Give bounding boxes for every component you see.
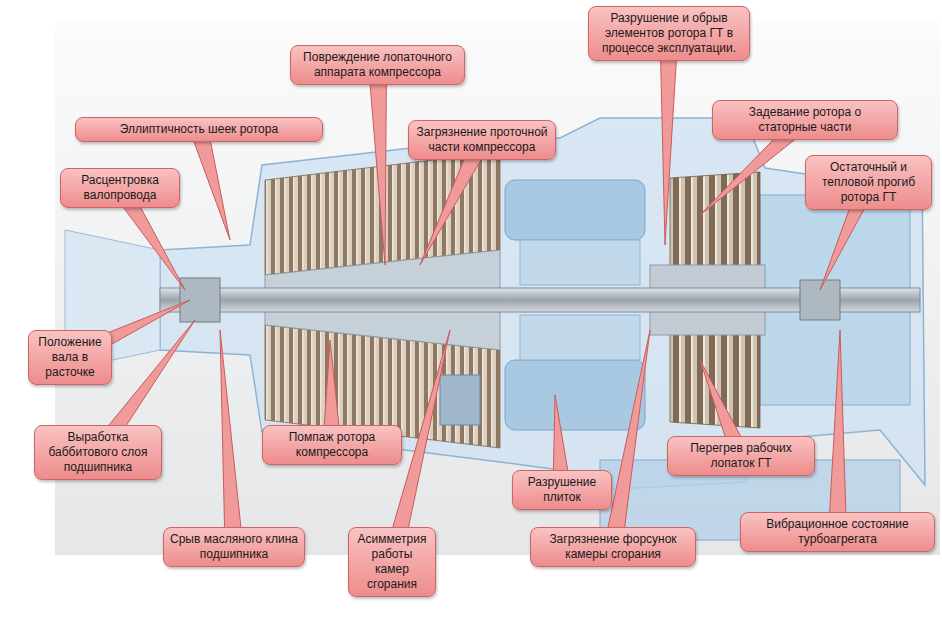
callout-box: Разрушение плиток — [512, 470, 612, 510]
callout-box: Асимметрия работы камер сгорания — [348, 527, 436, 597]
callout-tail — [369, 65, 387, 265]
callout-box: Перегрев рабочих лопаток ГТ — [667, 436, 815, 476]
callout-box: Помпаж ротора компрессора — [262, 425, 402, 465]
callout-tail — [660, 33, 678, 245]
bearing — [180, 278, 220, 322]
callout-box: Задевание ротора о статорные части — [712, 100, 898, 140]
callout-text: Разрушение и обрыв элементов ротора ГТ в… — [595, 11, 743, 56]
combustor-liner — [520, 315, 640, 360]
callout-text: Срыв масляного клина подшипника — [170, 532, 298, 562]
callout-text: Вибрационное состояние турбоагрегата — [747, 517, 928, 547]
callout-box: Загрязнение форсунок камеры сгорания — [530, 527, 696, 567]
bearing — [800, 280, 840, 320]
background-panel — [55, 22, 940, 555]
callout-tail — [190, 127, 230, 240]
callout-box: Срыв масляного клина подшипника — [163, 527, 305, 567]
callout-box: Остаточный и тепловой прогиб ротора ГТ — [805, 155, 932, 210]
callout-text: Остаточный и тепловой прогиб ротора ГТ — [812, 160, 925, 205]
combustion-chamber — [505, 360, 645, 430]
callout-text: Повреждение лопаточного аппарата компрес… — [297, 50, 458, 80]
fuel-manifold — [440, 375, 480, 425]
combustor-liner — [520, 240, 640, 285]
callout-tail — [220, 330, 243, 548]
callout-box: Разрушение и обрыв элементов ротора ГТ в… — [588, 6, 750, 61]
callout-text: Перегрев рабочих лопаток ГТ — [674, 441, 808, 471]
turbine-blades — [670, 332, 760, 428]
callout-text: Положение вала в расточке — [35, 335, 105, 380]
callout-text: Эллиптичность шеек ротора — [82, 122, 316, 137]
callout-box: Вибрационное состояние турбоагрегата — [740, 512, 935, 552]
callout-box: Эллиптичность шеек ротора — [75, 117, 323, 142]
callout-text: Помпаж ротора компрессора — [269, 430, 395, 460]
callout-box: Выработка баббитового слоя подшипника — [34, 425, 162, 480]
callout-box: Положение вала в расточке — [28, 330, 112, 385]
callout-tail — [829, 330, 847, 532]
callout-text: Расцентровка валопровода — [67, 173, 173, 203]
combustion-chamber — [505, 180, 645, 240]
callout-text: Разрушение плиток — [519, 475, 605, 505]
callout-text: Задевание ротора о статорные части — [719, 105, 891, 135]
callout-text: Выработка баббитового слоя подшипника — [41, 430, 155, 475]
callout-box: Повреждение лопаточного аппарата компрес… — [290, 45, 465, 85]
callout-text: Загрязнение форсунок камеры сгорания — [537, 532, 689, 562]
callout-box: Загрязнение проточной части компрессора — [408, 120, 556, 160]
callout-tail — [604, 330, 650, 549]
callout-box: Расцентровка валопровода — [60, 168, 180, 208]
turbine-blades — [670, 172, 760, 268]
callout-text: Асимметрия работы камер сгорания — [355, 532, 429, 592]
callout-text: Загрязнение проточной части компрессора — [415, 125, 549, 155]
